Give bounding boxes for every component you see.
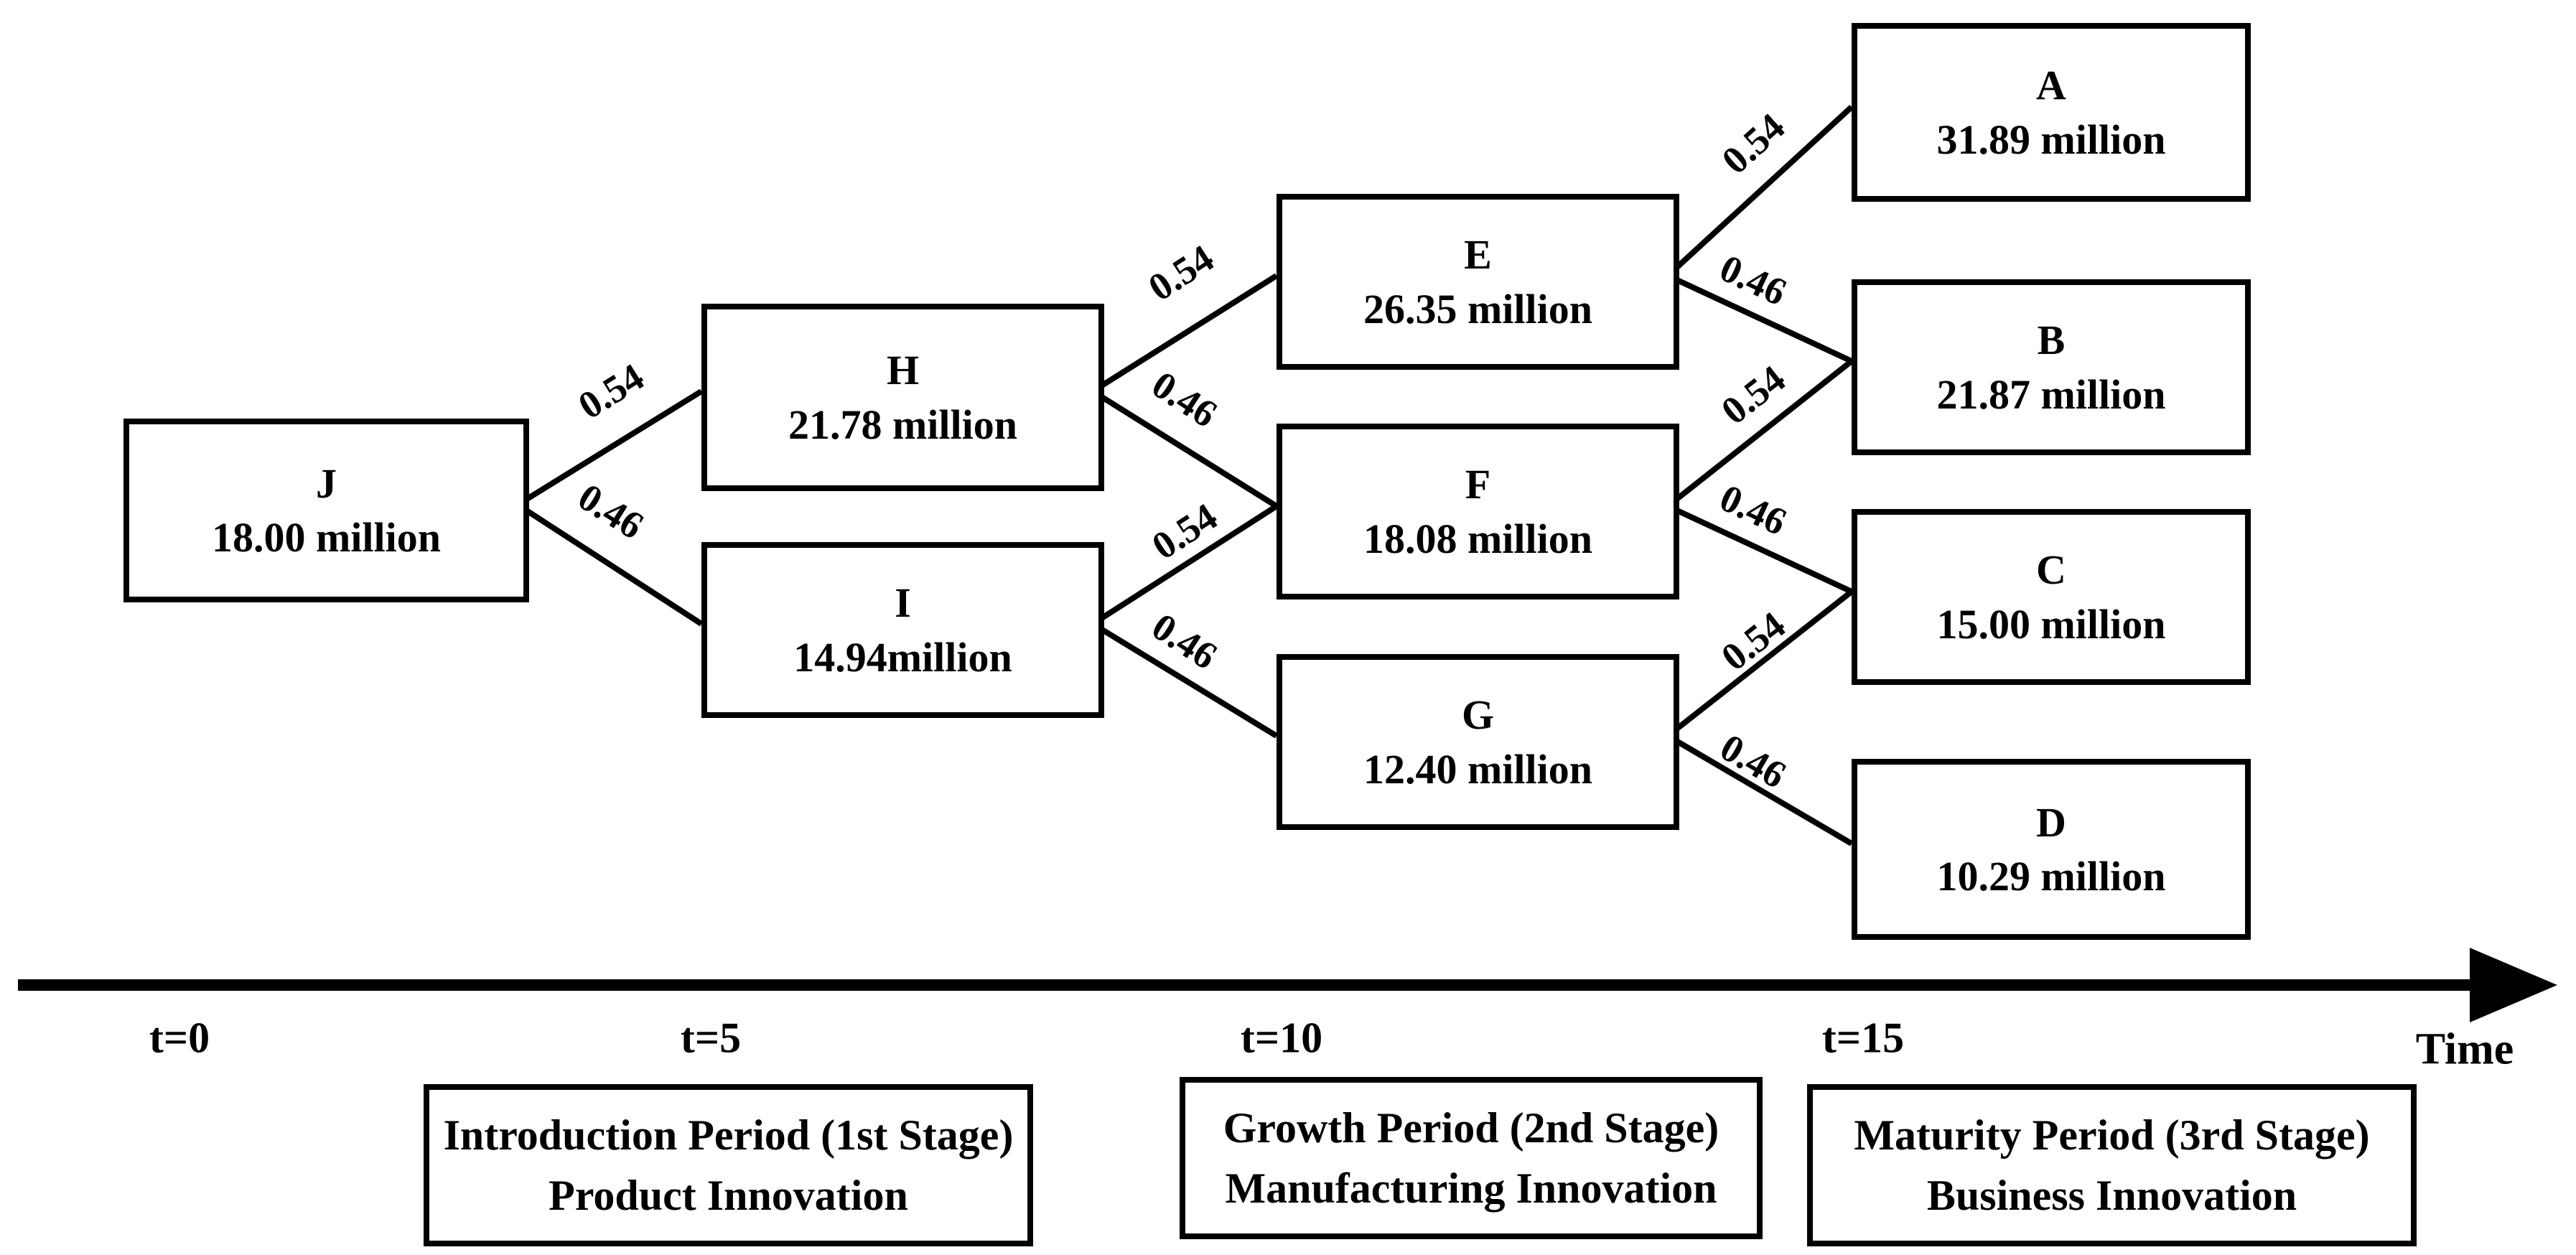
edge-line-G-D: [1666, 733, 1854, 846]
node-value: 31.89 million: [1936, 116, 2166, 163]
node-value: 10.29 million: [1936, 853, 2166, 900]
node-G: G 12.40 million: [1277, 654, 1679, 830]
node-letter: J: [316, 459, 337, 507]
node-value: 18.08 million: [1363, 515, 1593, 562]
node-D: D 10.29 million: [1852, 759, 2251, 940]
period-subtitle: Product Innovation: [549, 1172, 908, 1219]
edge-line-J-H: [515, 388, 704, 508]
node-letter: G: [1461, 691, 1495, 739]
edge-line-E-A: [1666, 105, 1854, 278]
node-value: 18.00 million: [211, 514, 442, 561]
period-title: Maturity Period (3rd Stage): [1854, 1111, 2370, 1159]
node-F: F 18.08 million: [1277, 424, 1679, 599]
edge-line-G-C: [1666, 589, 1854, 739]
branch-lines: [515, 105, 1854, 846]
edge-line-I-F: [1091, 503, 1279, 627]
node-value: 12.40 million: [1363, 745, 1593, 793]
node-A: A 31.89 million: [1852, 23, 2251, 202]
edge-line-F-B: [1666, 358, 1854, 509]
period-title: Introduction Period (1st Stage): [443, 1111, 1014, 1159]
node-letter: E: [1464, 231, 1492, 279]
node-E: E 26.35 million: [1277, 194, 1679, 370]
node-letter: D: [2036, 798, 2066, 846]
axis-tick-t5: t=5: [680, 1014, 742, 1062]
node-letter: H: [886, 347, 920, 394]
node-letter: C: [2036, 546, 2066, 594]
node-C: C 15.00 million: [1852, 509, 2251, 685]
period-box-growth: Growth Period (2nd Stage) Manufacturing …: [1180, 1077, 1763, 1239]
node-value: 14.94million: [793, 633, 1012, 681]
period-subtitle: Manufacturing Innovation: [1225, 1165, 1717, 1212]
edge-line-F-C: [1666, 503, 1853, 594]
axis-tick-t0: t=0: [149, 1014, 210, 1062]
axis-tick-t10: t=10: [1240, 1014, 1323, 1062]
period-box-introduction: Introduction Period (1st Stage) Product …: [424, 1084, 1033, 1246]
node-value: 21.87 million: [1936, 370, 2166, 418]
node-value: 21.78 million: [788, 401, 1018, 448]
period-box-maturity: Maturity Period (3rd Stage) Business Inn…: [1807, 1084, 2417, 1246]
node-letter: F: [1465, 461, 1491, 508]
node-letter: I: [895, 579, 911, 627]
edge-line-H-E: [1091, 273, 1279, 394]
axis-tick-t15: t=15: [1821, 1014, 1905, 1062]
axis-label-time: Time: [2415, 1025, 2514, 1074]
node-B: B 21.87 million: [1852, 279, 2251, 455]
node-value: 26.35 million: [1363, 285, 1593, 332]
node-H: H 21.78 million: [701, 304, 1104, 491]
time-axis-arrowhead-icon: [2470, 948, 2557, 1022]
node-value: 15.00 million: [1936, 600, 2166, 648]
period-title: Growth Period (2nd Stage): [1223, 1104, 1719, 1152]
edge-line-H-F: [1091, 388, 1279, 509]
node-J: J 18.00 million: [123, 419, 529, 602]
node-I: I 14.94million: [701, 542, 1104, 718]
node-letter: A: [2036, 62, 2066, 109]
edge-line-J-I: [515, 502, 704, 627]
edge-line-I-G: [1091, 621, 1279, 739]
edge-line-E-B: [1666, 273, 1853, 364]
period-subtitle: Business Innovation: [1926, 1172, 2297, 1219]
node-letter: B: [2037, 317, 2066, 364]
